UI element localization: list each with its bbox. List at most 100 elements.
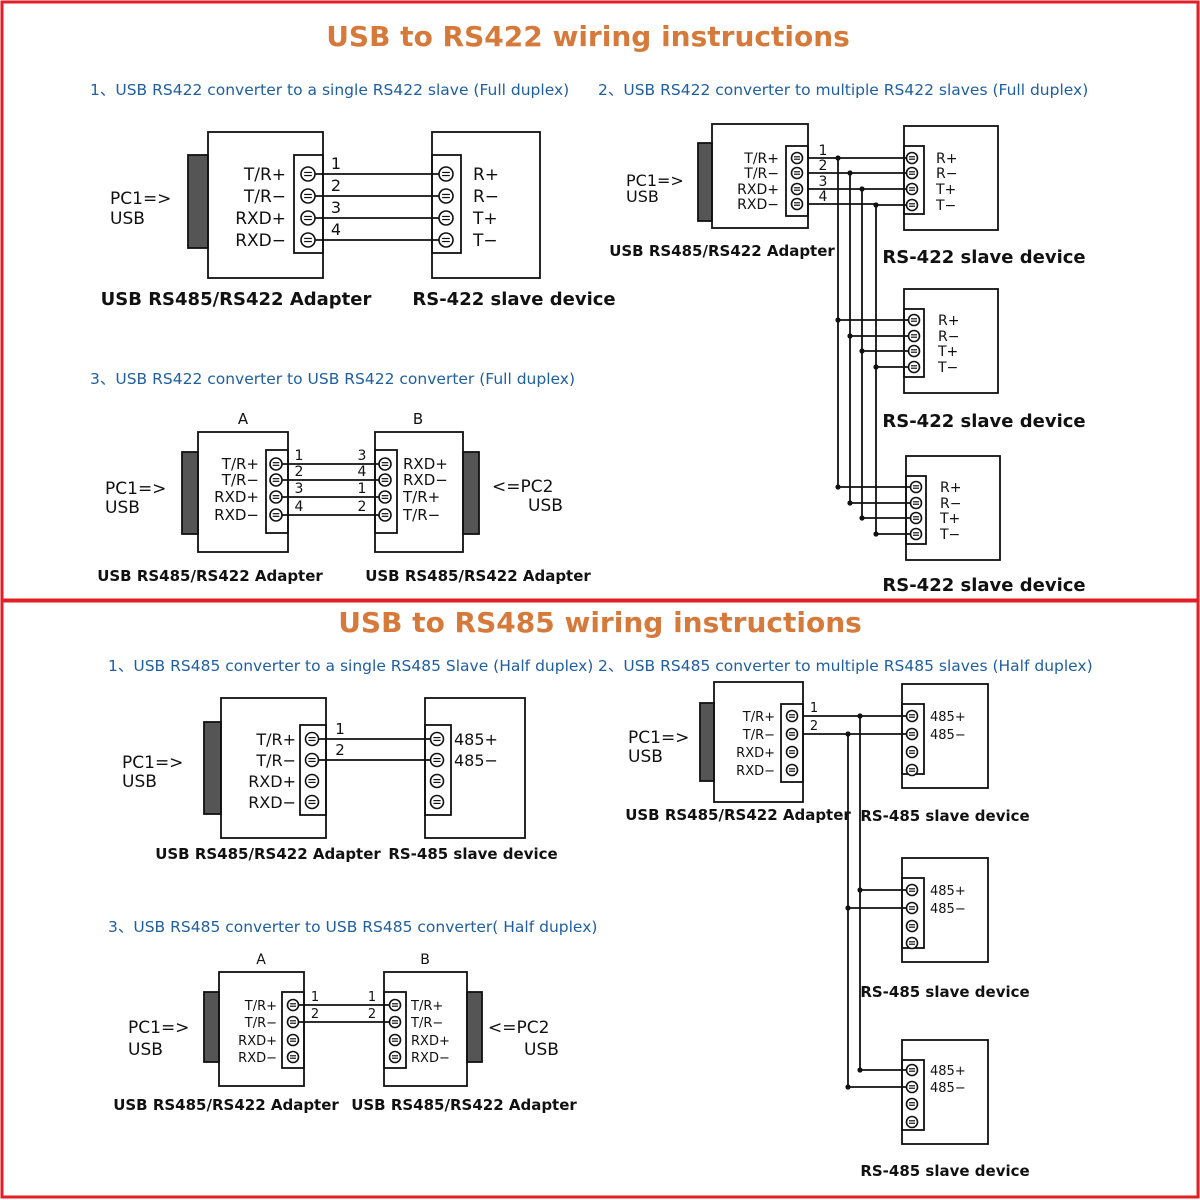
- adapter-terminal-1: [304, 731, 320, 747]
- adapter-terminal-3: [300, 210, 316, 226]
- adapter-a-pin-label: T/R+: [221, 455, 259, 473]
- adapter-caption: USB RS485/RS422 Adapter: [625, 806, 851, 824]
- adapter-terminal-block: [293, 154, 324, 254]
- adapter-pin-label: RXD−: [235, 231, 286, 251]
- slave-caption: RS-422 slave device: [882, 247, 1085, 268]
- slave-terminal-4: [429, 794, 445, 810]
- slave-pin-label: R+: [473, 165, 499, 185]
- junction-dot: [859, 515, 865, 521]
- wire-number: 1: [810, 701, 818, 716]
- slave-terminal-3: [429, 773, 445, 789]
- adapter-pin-label: RXD−: [736, 764, 775, 779]
- adapter-b-pin-label: RXD−: [403, 471, 448, 489]
- adapter-b-pin-label: RXD+: [411, 1034, 450, 1049]
- slave-pin-label: T+: [472, 209, 498, 229]
- adapter-terminal-3: [304, 773, 320, 789]
- pc-label: PC1=>: [110, 189, 171, 209]
- wire-number: 2: [810, 719, 818, 734]
- wire-number: 1: [331, 154, 341, 173]
- slave-pin-label: 485+: [930, 710, 966, 725]
- rs422-section-title: USB to RS422 wiring instructions: [326, 20, 850, 53]
- rs422-diagram3-heading: 3、USB RS422 converter to USB RS422 conve…: [90, 370, 575, 388]
- usb-connector-block: [203, 721, 222, 815]
- pc-label: USB: [628, 747, 663, 767]
- slave-terminal-1: [905, 1063, 919, 1077]
- adapter-a-terminal-1: [269, 457, 283, 471]
- wire-number: 3: [331, 198, 341, 217]
- slave-pin-label: 485+: [930, 1064, 966, 1079]
- adapter-b-terminal-3: [388, 1033, 402, 1047]
- slave-pin-label: R+: [936, 151, 957, 167]
- slave-terminal-1: [905, 151, 919, 165]
- slave-pin-label: T+: [935, 182, 956, 198]
- slave-caption: RS-485 slave device: [860, 1162, 1029, 1180]
- adapter-b-terminal-block: [383, 991, 407, 1069]
- wire-number: 1: [335, 720, 345, 738]
- slave-terminal-4: [907, 360, 921, 374]
- usb-connector-block-b: [462, 451, 480, 535]
- adapter-b-terminal-3: [378, 490, 392, 504]
- junction-dot: [857, 887, 863, 893]
- slave-terminal-block: [424, 724, 452, 816]
- slave-pin-label: R−: [936, 166, 957, 182]
- slave-terminal-3: [907, 344, 921, 358]
- adapter-b-terminal-4: [378, 508, 392, 522]
- wire-number: 3: [819, 174, 828, 190]
- slave-terminal-4: [438, 232, 454, 248]
- adapter-terminal-2: [790, 166, 804, 180]
- junction-dot: [845, 1084, 851, 1090]
- adapter-a-caption: USB RS485/RS422 Adapter: [97, 567, 323, 585]
- wire-number-a: 1: [295, 448, 304, 464]
- adapter-pin-label: T/R−: [742, 728, 775, 743]
- usb-connector-block-b: [466, 991, 483, 1063]
- rs485-diagram3-heading: 3、USB RS485 converter to USB RS485 conve…: [108, 918, 597, 936]
- usb-connector-block: [699, 702, 715, 782]
- adapter-b-label: B: [413, 410, 423, 428]
- adapter-a-label: A: [256, 952, 266, 968]
- pc-label: USB: [110, 209, 145, 229]
- adapter-b-caption: USB RS485/RS422 Adapter: [351, 1096, 577, 1114]
- junction-dot: [857, 713, 863, 719]
- slave-terminal-3: [905, 1097, 919, 1111]
- adapter-terminal-2: [300, 188, 316, 204]
- slave-terminal-2: [905, 901, 919, 915]
- adapter-terminal-2: [785, 727, 799, 741]
- junction-dot: [857, 1067, 863, 1073]
- adapter-terminal-4: [790, 197, 804, 211]
- adapter-b-pin-label: T/R+: [410, 999, 443, 1014]
- slave-terminal-3: [905, 919, 919, 933]
- adapter-a-pin-label: RXD−: [238, 1051, 277, 1066]
- slave-terminal-3: [909, 511, 923, 525]
- adapter-pin-label: T/R+: [243, 165, 286, 185]
- slave-pin-label: T−: [939, 527, 960, 543]
- slave-terminal-block-3: [905, 475, 927, 545]
- adapter-a-terminal-4: [286, 1050, 300, 1064]
- adapter-terminal-3: [790, 182, 804, 196]
- adapter-terminal-block: [785, 145, 809, 217]
- pc1-label: PC1=>: [128, 1018, 189, 1038]
- adapter-pin-label: RXD+: [736, 746, 775, 761]
- adapter-caption: USB RS485/RS422 Adapter: [101, 289, 372, 310]
- adapter-a-terminal-1: [286, 998, 300, 1012]
- slave-pin-label: T−: [935, 198, 956, 214]
- adapter-b-terminal-2: [378, 473, 392, 487]
- pc2-label: <=PC2: [492, 477, 553, 497]
- adapter-a-label: A: [238, 410, 249, 428]
- slave-terminal-1: [905, 883, 919, 897]
- adapter-b-terminal-1: [378, 457, 392, 471]
- slave-pin-label: 485−: [930, 728, 966, 743]
- slave-pin-label: R+: [940, 480, 961, 496]
- adapter-pin-label: T/R−: [743, 166, 779, 182]
- slave-terminal-4: [905, 763, 919, 777]
- slave-pin-label: R−: [473, 187, 499, 207]
- pc-label: PC1=>: [628, 728, 689, 748]
- adapter-pin-label: T/R−: [255, 751, 296, 770]
- adapter-terminal-4: [785, 763, 799, 777]
- slave-terminal-4: [905, 198, 919, 212]
- junction-dot: [873, 202, 879, 208]
- adapter-pin-label: RXD−: [737, 197, 779, 213]
- junction-dot: [859, 348, 865, 354]
- adapter-terminal-1: [790, 151, 804, 165]
- adapter-pin-label: T/R+: [743, 151, 779, 167]
